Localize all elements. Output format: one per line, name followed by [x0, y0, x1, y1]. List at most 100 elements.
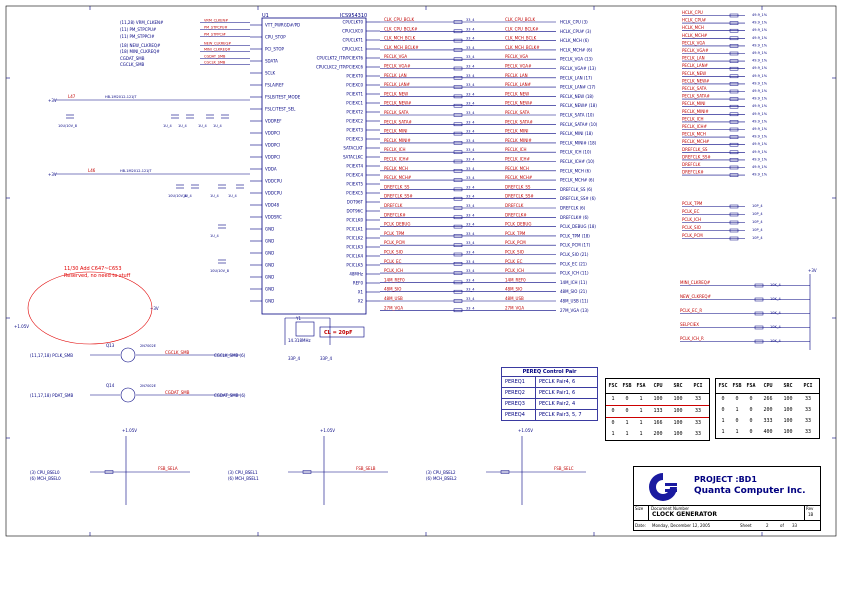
- termination-resistor: [729, 127, 739, 132]
- series-resistor: [453, 141, 463, 145]
- chip-left-pin-label: VDDA: [265, 167, 277, 172]
- fsb-cell: 0: [611, 420, 615, 426]
- chip-right-pin-label: CPUCLKC1: [342, 47, 363, 52]
- output-destination: PECLK_MCH# (6): [560, 178, 595, 183]
- company-name: Quanta Computer Inc.: [694, 486, 806, 496]
- termination-value: 49.9_1%: [752, 36, 768, 40]
- chip-right-pin-label: PCICLK5: [346, 263, 363, 268]
- output-net-label: PECLK_MINI: [384, 129, 407, 134]
- termination-resistor: [729, 82, 739, 86]
- chip-right-pin-label: PCIEXC4: [346, 173, 363, 178]
- chip-right-pin-label: PCICLK2: [346, 236, 363, 241]
- fsb-cell: 100: [673, 396, 683, 402]
- series-resistor: [453, 196, 463, 201]
- series-resistor: [453, 224, 463, 229]
- chip-right-pin-label: PCIEXC3: [346, 137, 363, 142]
- mosfet-body: [120, 347, 136, 363]
- fsb-head-cell: SRC: [783, 383, 793, 389]
- series-resistor-value: 33_4: [466, 260, 475, 264]
- fsbsel-label-2: (6) MCH_BSEL2: [426, 476, 457, 481]
- project-name: PROJECT :BD1: [694, 475, 757, 484]
- fsb-cell: 166: [653, 420, 663, 426]
- output-net-far-label: PECLK_MINI: [505, 129, 528, 134]
- date-label: Date:: [635, 523, 646, 528]
- fsbsel-output: FSB_SELA: [158, 466, 178, 471]
- chip-right-pin-label: CPUCLKC2_ITP/PCIEXC6: [316, 65, 363, 70]
- pci-term-resistor: [729, 204, 739, 209]
- capacitor-value: 1U_4: [213, 124, 223, 128]
- output-destination: PECLK_ICH (10): [560, 150, 591, 155]
- left-net-label: (11) PM_STPPCI#: [120, 34, 155, 39]
- output-net-far-label: PECLK_SATA#: [505, 119, 533, 124]
- reserved-ellipse: [27, 271, 153, 345]
- size-label: Size: [635, 506, 644, 511]
- termination-resistor: [729, 51, 739, 56]
- termination-value: 49.9_1%: [752, 135, 768, 139]
- capacitor-value: 1U_4: [210, 194, 220, 198]
- fsb-cell: 1: [735, 407, 739, 413]
- output-destination: PECLK_MINI (18): [560, 131, 593, 136]
- series-resistor: [453, 262, 463, 266]
- fsb-cell: 0: [735, 396, 739, 402]
- chip-left-pin-label: VDDCPU: [265, 179, 282, 184]
- fsb-cell: 1: [625, 420, 629, 426]
- inductor-1-ref: L47: [68, 94, 76, 99]
- fsb-head-cell: FSA: [636, 383, 646, 389]
- series-resistor: [453, 159, 463, 164]
- series-resistor: [453, 38, 463, 43]
- output-net-far-label: PCLK_EC: [505, 259, 523, 264]
- output-destination: HCLK_CPU# (3): [560, 29, 592, 34]
- output-net-label: PECLK_LAN#: [384, 82, 411, 87]
- output-net-far-label: PCLK_SIO: [505, 250, 524, 255]
- fsb-cell: 0: [625, 396, 629, 402]
- pullup-resistor: [754, 325, 764, 330]
- fsb-cell: 33: [694, 408, 702, 414]
- chip-right-pin-label: DOT96C: [346, 209, 363, 214]
- pullup-value: 10K_4: [770, 283, 781, 287]
- series-resistor-value: 33_4: [466, 65, 475, 69]
- fsb-cell: 1: [735, 429, 739, 435]
- output-net-label: PECLK_MINI#: [384, 138, 411, 143]
- output-destination: PECLK_ICH# (10): [560, 159, 595, 164]
- fsb-cell: 0: [625, 408, 629, 414]
- series-resistor: [453, 20, 463, 24]
- capacitor-value: 1U_4: [178, 124, 188, 128]
- pci-term-resistor: [729, 228, 739, 233]
- reserved-note: 11/30 Add C647~C653 Reserved, no need to…: [64, 266, 130, 280]
- termination-net-label: HCLK_CPU: [682, 10, 703, 15]
- mosfet-ref: Q14: [106, 383, 115, 388]
- pci-term-net: PCLK_SIO: [682, 225, 701, 230]
- output-net-label: 48M_SIO: [384, 287, 401, 292]
- capacitor-value: 1U_4: [228, 194, 238, 198]
- termination-resistor: [729, 74, 739, 79]
- fsbsel-resistor: [104, 470, 114, 474]
- chip-right-pin-label: PCIEXC2: [346, 119, 363, 124]
- termination-net-label: PECLK_NEW: [682, 71, 706, 76]
- series-resistor-value: 33_4: [466, 269, 475, 273]
- series-resistor-value: 33_4: [466, 167, 475, 171]
- fsb-cell: 33: [694, 431, 702, 437]
- chip-right-pin-label: PCICLK1: [346, 227, 363, 232]
- termination-net-label: PECLK_VGA#: [682, 48, 709, 53]
- fsb-head-cell: FSC: [718, 383, 728, 389]
- mosfet-part: 2N7002E: [140, 384, 156, 388]
- output-destination: DREFCLK_SS# (6): [560, 196, 596, 201]
- left-net-name: PM_STPCPU#: [204, 26, 227, 30]
- output-destination: PCLK_DEBUG (18): [560, 224, 596, 229]
- fsbsel-label-1: (3) CPU_BSEL1: [228, 470, 258, 475]
- output-net-label: PECLK_MCH: [384, 166, 408, 171]
- series-resistor-value: 33_4: [466, 111, 475, 115]
- of-label: of: [780, 523, 784, 528]
- termination-value: 49.9_1%: [752, 127, 768, 131]
- termination-resistor: [729, 66, 739, 71]
- fsb-cell: 100: [653, 396, 663, 402]
- fsbsel-label-2: (6) MCH_BSEL0: [30, 476, 61, 481]
- series-resistor-value: 33_4: [466, 251, 475, 255]
- power-105-label: +1.05V: [14, 324, 29, 329]
